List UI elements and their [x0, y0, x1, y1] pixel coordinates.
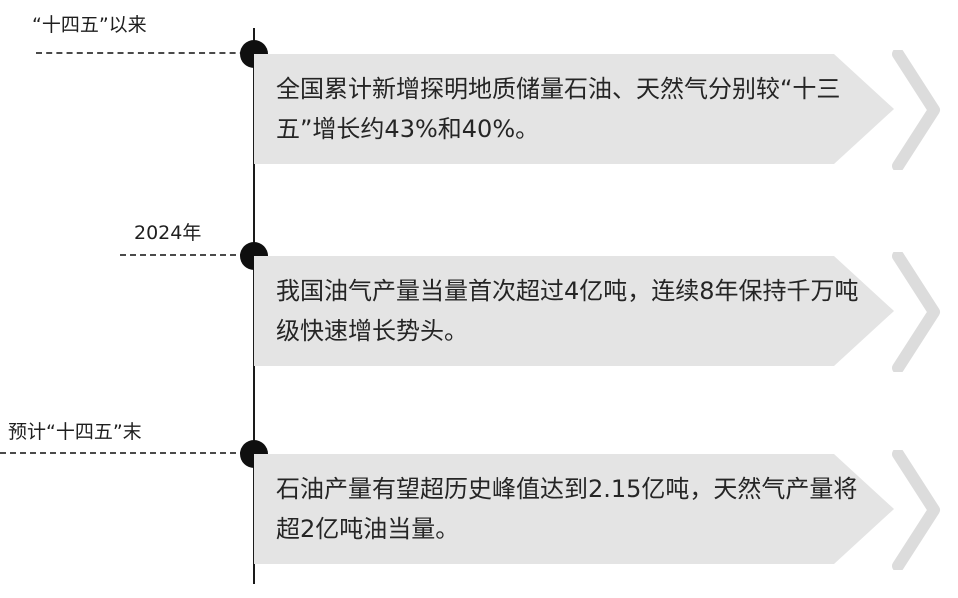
event-text: 我国油气产量当量首次超过4亿吨，连续8年保持千万吨级快速增长势头。 [276, 277, 859, 345]
dashed-connector [120, 254, 256, 256]
event-card [254, 256, 894, 366]
milestone-label: 预计“十四五”末 [8, 421, 142, 443]
event-text: 全国累计新增探明地质储量石油、天然气分别较“十三五”增长约43%和40%。 [276, 75, 841, 143]
milestone-label: 2024年 [134, 222, 202, 244]
milestone-label: “十四五”以来 [32, 14, 147, 36]
dashed-connector [0, 452, 256, 454]
event-card [254, 454, 894, 564]
event-text: 石油产量有望超历史峰值达到2.15亿吨，天然气产量将超2亿吨油当量。 [276, 475, 858, 543]
event-card [254, 54, 894, 164]
chevron-arrow-icon [892, 252, 940, 372]
chevron-arrow-icon [892, 50, 940, 170]
chevron-arrow-icon [892, 450, 940, 570]
dashed-connector [36, 52, 256, 54]
